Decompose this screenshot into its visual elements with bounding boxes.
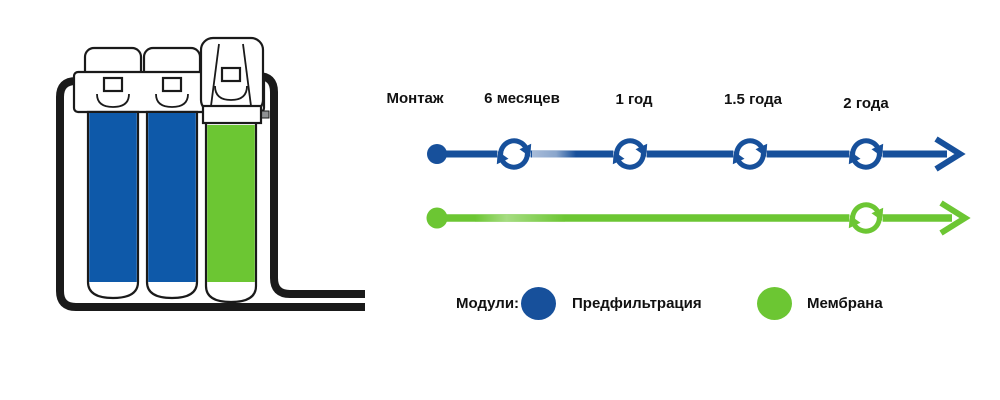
head-port-1 [102,76,124,93]
prefilter-timeline [427,136,966,172]
refresh-icon [849,201,883,235]
outlet-tube [250,72,365,298]
inlet-tube [56,77,365,311]
timeline-label-installation: Монтаж [386,90,444,107]
legend-title: Модули: [456,295,520,312]
refresh-icon [733,137,767,171]
membrane-head-facet-right [242,43,252,107]
head-curve-3 [214,85,248,101]
line-sheen [532,150,576,158]
head-port-2 [161,76,183,93]
installation-dot [426,207,448,229]
installation-dot [427,144,447,164]
prefilter-cartridge-1 [86,110,140,300]
membrane-head-facet-left [210,43,220,107]
arrow-head-icon [939,200,971,236]
membrane-module-fill [207,125,255,282]
refresh-icon [613,137,647,171]
head-port-3 [220,66,242,83]
arrow-head-icon [934,136,966,172]
membrane-legend-dot [757,287,792,320]
membrane-timeline [426,200,971,236]
refresh-icon [849,137,883,171]
prefilter-legend-dot [521,287,556,320]
timeline-label-1-5-years: 1.5 года [724,91,782,108]
head-curve-1 [96,93,130,108]
legend-label-prefiltration: Предфильтрация [572,295,702,312]
filter-system-illustration [56,36,365,311]
line-sheen [475,214,565,222]
head-curve-2 [155,93,189,108]
timeline-label-1-year: 1 год [615,91,653,108]
prefilter-module-fill [89,113,137,282]
timeline-diagram [426,60,971,280]
prefilter-cartridge-2 [145,110,199,300]
timeline-label-6-months: 6 месяцев [484,90,560,107]
refresh-icon [497,137,531,171]
timeline-label-2-years: 2 года [843,95,889,112]
legend-label-membrane: Мембрана [807,295,883,312]
membrane-collar [201,104,263,125]
membrane-cartridge [204,120,258,304]
prefilter-module-fill [148,113,196,282]
